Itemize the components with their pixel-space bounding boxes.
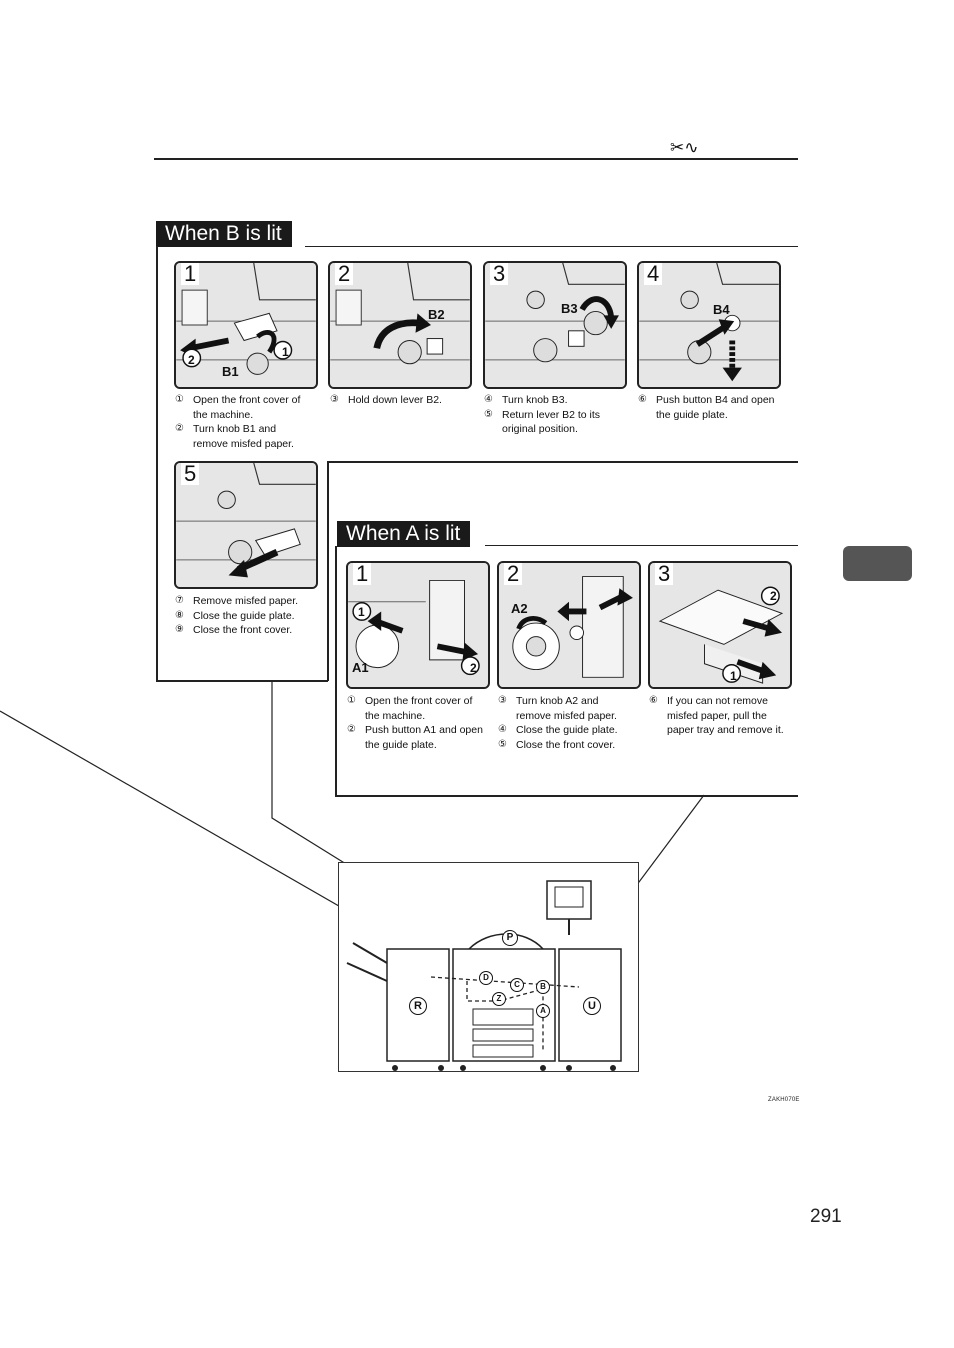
a-step-3-number: 3 [655,563,673,585]
machine-overview-figure: P D C B Z A R U [338,862,639,1072]
a-step-2-label-a2: A2 [511,601,528,616]
a-step-1-illustration: 1 A1 1 2 [346,561,490,689]
machine-label-u: U [583,997,601,1015]
section-a-left-border [335,546,337,796]
a-step-2-illustration: 2 A2 [497,561,641,689]
section-b-right-border [327,461,329,681]
section-b-bottom-border [156,680,328,682]
machine-label-a: A [536,1004,550,1018]
a-step-3-label-1: 1 [730,669,737,683]
section-b-inner-rule [327,461,798,463]
b-step-5-illustration: 5 [174,461,318,589]
b-step-5-number: 5 [181,463,199,485]
machine-label-d: D [479,971,493,985]
machine-label-r: R [409,997,427,1015]
section-a-title: When A is lit [337,521,470,547]
b-step-3-number: 3 [490,263,508,285]
machine-label-c: C [510,978,524,992]
a-step-1-label-2: 2 [470,661,477,675]
b-step-2-number: 2 [335,263,353,285]
b-step-4-illustration: 4 B4 [637,261,781,389]
b-step-1-label-1: 1 [282,345,289,359]
a-step-1-label-a1: A1 [352,660,369,675]
section-a-rule [485,545,798,546]
b-step-3-illustration: 3 B3 [483,261,627,389]
figure-code: ZAKH070E [768,1097,800,1103]
a-step-1-number: 1 [353,563,371,585]
b-step-1-illustration: 1 B1 1 2 [174,261,318,389]
b-step-4-number: 4 [644,263,662,285]
machine-label-z: Z [492,992,506,1006]
b-step-4-label-b4: B4 [713,302,730,317]
a-step-3-illustration: 3 2 1 [648,561,792,689]
header-rule [154,158,798,160]
a-step-1-label-1: 1 [358,605,365,619]
machine-label-p: P [502,930,518,946]
section-a-bottom-border [335,795,798,797]
b-step-1-number: 1 [181,263,199,285]
b-step-2-label-b2: B2 [428,307,445,322]
a-step-2-number: 2 [504,563,522,585]
b-step-1-label-2: 2 [188,353,195,367]
b-step-3-label-b3: B3 [561,301,578,316]
b-step-1-label-b1: B1 [222,364,239,379]
chapter-thumb-tab [843,546,912,581]
section-b-left-border [156,246,158,681]
a-step-3-label-2: 2 [770,589,777,603]
scissors-wave-icon: ✂∿ [670,138,699,158]
section-b-title: When B is lit [156,221,292,247]
machine-label-b: B [536,980,550,994]
section-b-rule [305,246,798,247]
page-number: 291 [810,1206,842,1228]
b-step-2-illustration: 2 B2 [328,261,472,389]
